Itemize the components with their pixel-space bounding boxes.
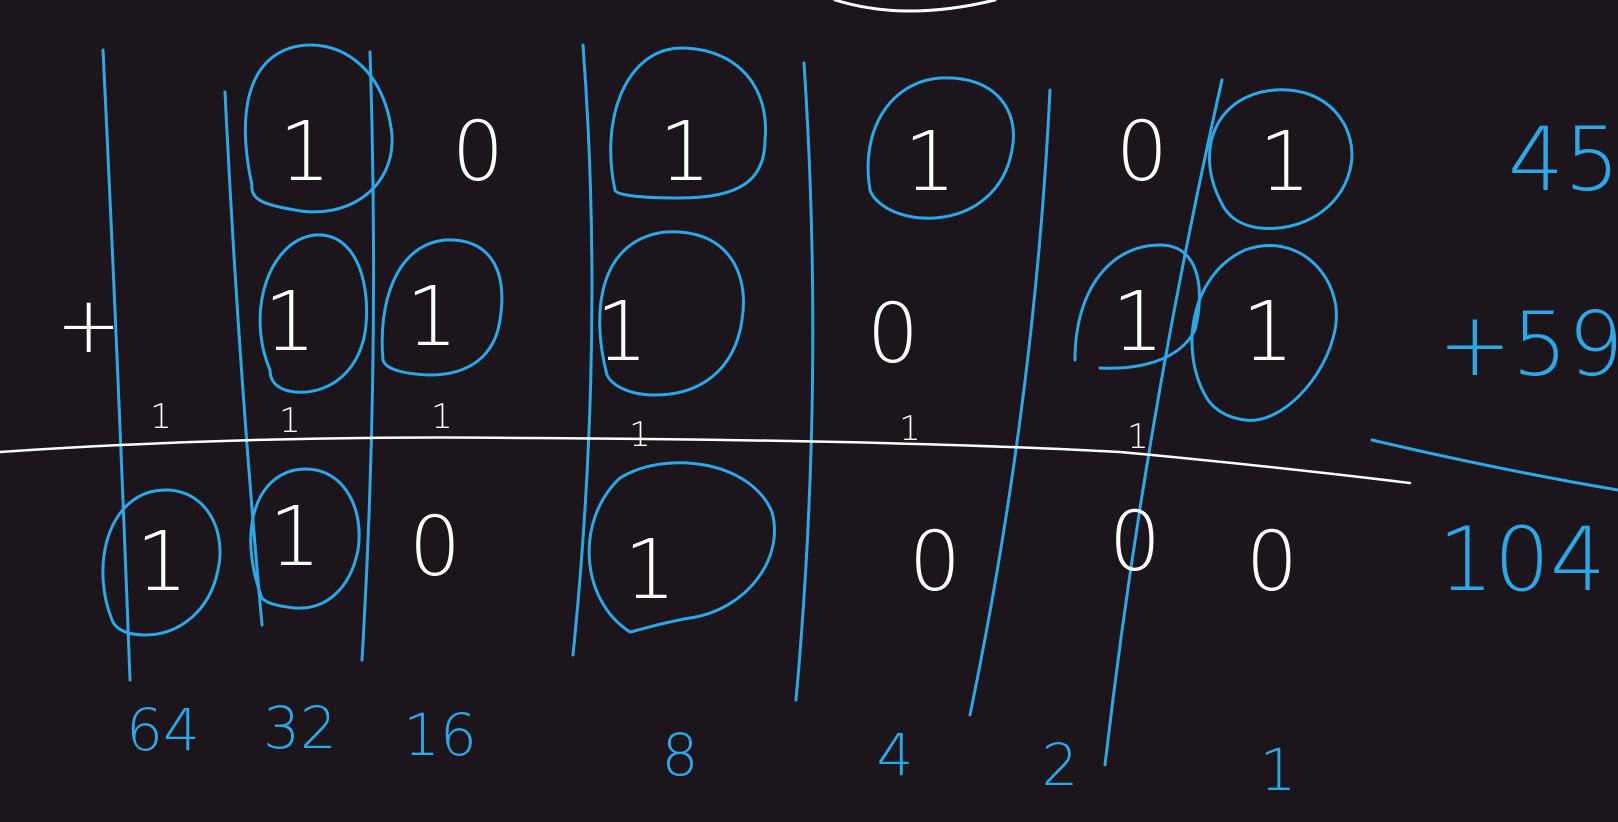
carry-digit: 1 xyxy=(629,415,651,455)
digit: 0 xyxy=(867,287,919,382)
carry-digit: 1 xyxy=(279,401,301,441)
digit: 0 xyxy=(452,105,504,200)
sum-line xyxy=(0,436,1412,485)
carry-row: 1 1 1 1 1 1 xyxy=(150,397,1149,457)
digit: 1 xyxy=(1112,275,1164,370)
decimal-sum-line xyxy=(1370,438,1618,492)
sum-row: 1 1 0 1 0 0 0 xyxy=(136,490,1298,618)
place-value-label: 32 xyxy=(263,694,337,762)
digit: 0 xyxy=(1116,105,1168,200)
digit-circles xyxy=(101,43,1354,637)
sum-digit: 0 xyxy=(1246,515,1298,610)
second-operand-row: 1 1 1 0 1 1 xyxy=(264,270,1294,382)
carry-digit: 1 xyxy=(431,397,453,437)
sum-digit: 0 xyxy=(1109,495,1161,590)
column-separators xyxy=(101,43,1224,767)
decimal-first: 45 xyxy=(1508,108,1618,211)
sum-digit: 1 xyxy=(624,523,676,618)
place-value-label: 64 xyxy=(126,696,200,764)
decimal-column: 45 +59 104 xyxy=(1370,108,1618,611)
place-value-label: 4 xyxy=(877,721,914,789)
place-value-label: 16 xyxy=(403,701,477,769)
digit: 1 xyxy=(596,285,648,380)
carry-digit: 1 xyxy=(1127,417,1149,457)
carry-digit: 1 xyxy=(150,397,172,437)
carry-digit: 1 xyxy=(899,409,921,449)
sum-digit: 0 xyxy=(909,515,961,610)
first-operand-row: 1 0 1 1 0 1 xyxy=(279,105,1311,210)
digit: 1 xyxy=(904,115,956,210)
place-value-label: 8 xyxy=(662,721,699,789)
digit: 1 xyxy=(264,275,316,370)
digit: 1 xyxy=(1242,285,1294,380)
sum-digit: 1 xyxy=(269,490,321,585)
place-value-label: 2 xyxy=(1042,731,1079,799)
place-value-row: 64 32 16 8 4 2 1 xyxy=(126,694,1296,804)
digit: 1 xyxy=(406,270,458,365)
decimal-result: 104 xyxy=(1438,508,1606,611)
plus-operator: + xyxy=(56,281,121,371)
partial-shape-top xyxy=(833,0,997,13)
sum-digit: 1 xyxy=(136,515,188,610)
digit: 1 xyxy=(659,105,711,200)
place-value-label: 1 xyxy=(1260,736,1297,804)
sum-digit: 0 xyxy=(409,500,461,595)
digit: 1 xyxy=(1259,115,1311,210)
decimal-second: +59 xyxy=(1438,293,1618,396)
digit: 1 xyxy=(279,105,331,200)
